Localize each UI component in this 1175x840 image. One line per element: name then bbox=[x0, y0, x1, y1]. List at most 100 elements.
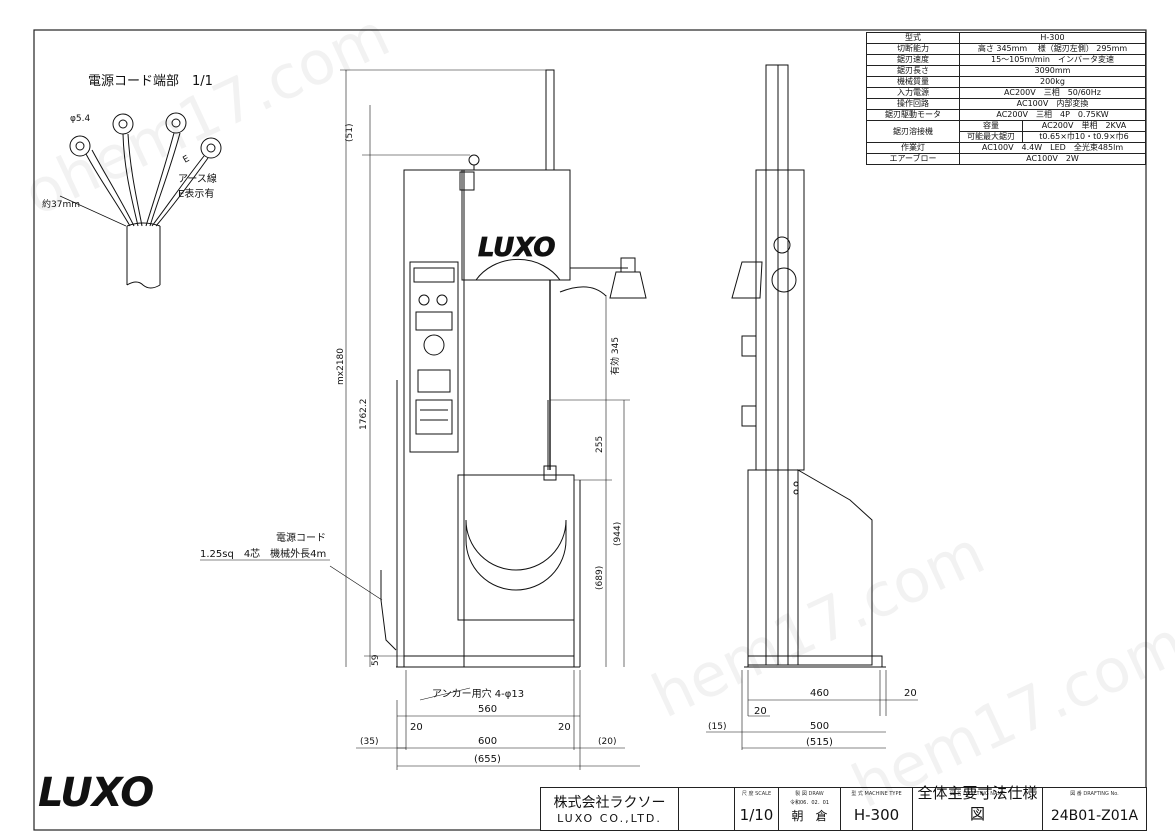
front-view: LUXO bbox=[200, 69, 647, 770]
machine-logo: LUXO bbox=[478, 233, 555, 263]
dim-59: 59 bbox=[371, 654, 381, 666]
drawing-name: 全体主要寸法仕様図 bbox=[917, 784, 1038, 823]
strip-length-label: 約37mm bbox=[42, 198, 80, 210]
draw-cell: 製 図 DRAW 令和06．02．01 朝 倉 bbox=[779, 788, 841, 830]
type-head: 型 式 MACHINE TYPE bbox=[851, 791, 902, 797]
spec-value: 200kg bbox=[959, 76, 1146, 88]
drawing-no: 24B01-Z01A bbox=[1050, 808, 1139, 824]
dim-20-right: 20 bbox=[558, 722, 571, 733]
welder-sub-label: 容量 bbox=[959, 120, 1023, 132]
machine-type: H-300 bbox=[853, 806, 900, 824]
draw-head: 製 図 DRAW bbox=[795, 791, 824, 797]
dim-20-left: 20 bbox=[410, 722, 423, 733]
spec-value: AC100V 内部変換 bbox=[959, 98, 1146, 110]
company-name-en: LUXO CO.,LTD. bbox=[557, 812, 662, 825]
drawing-name-head: 図 名 DRAFTING NAME bbox=[950, 791, 1005, 797]
cable-diameter: φ5.4 bbox=[70, 114, 91, 124]
drawing-no-head: 図 番 DRAFTING No. bbox=[1070, 791, 1119, 797]
top-post bbox=[545, 69, 555, 171]
dim-total-height: mx2180 bbox=[336, 348, 346, 385]
welder-sub-label: 可能最大鋸刃 bbox=[959, 131, 1023, 143]
dim-effective: 有効 345 bbox=[609, 337, 621, 375]
ring-terminal-3 bbox=[165, 112, 187, 134]
dim-20-side-right: 20 bbox=[904, 688, 917, 699]
spec-value: 高さ 345mm 様（鋸刃左側） 295mm bbox=[959, 43, 1146, 55]
dim-20-side-left: 20 bbox=[754, 706, 767, 717]
dim-515: (515) bbox=[806, 737, 833, 748]
spec-label: 操作回路 bbox=[866, 98, 960, 110]
cable-title: 電源コード端部 1/1 bbox=[88, 74, 213, 89]
scale-cell: 尺 度 SCALE 1/10 bbox=[735, 788, 779, 830]
spec-value: AC100V 2W bbox=[959, 153, 1146, 165]
type-cell: 型 式 MACHINE TYPE H-300 bbox=[841, 788, 913, 830]
earth-mark-label: E表示有 bbox=[178, 187, 214, 200]
anchor-note: アンカー用穴 4-φ13 bbox=[432, 687, 524, 700]
spec-value: 3090mm bbox=[959, 65, 1146, 77]
power-cord-label: 電源コード bbox=[276, 531, 326, 544]
brand-logo: LUXO bbox=[38, 770, 154, 816]
spec-label: 鋸刃駆動モータ bbox=[866, 109, 960, 121]
spec-value: AC200V 三相 50/60Hz bbox=[959, 87, 1146, 99]
company-name: 株式会社ラクソー bbox=[553, 795, 666, 811]
welder-value: AC200V 単相 2KVA bbox=[1022, 120, 1146, 132]
spec-label: 鋸刃長さ bbox=[866, 65, 960, 77]
side-work-lamp bbox=[731, 261, 763, 299]
spec-value: 15～105m/min インバータ変速 bbox=[959, 54, 1146, 66]
ring-terminal-1 bbox=[69, 135, 91, 157]
spec-label: 切断能力 bbox=[866, 43, 960, 55]
spec-label: 入力電源 bbox=[866, 87, 960, 99]
drawing-name-cell: 図 名 DRAFTING NAME 全体主要寸法仕様図 bbox=[913, 784, 1043, 830]
spec-value: AC100V 4.4W LED 全光束485lm bbox=[959, 142, 1146, 154]
control-panel bbox=[409, 261, 459, 453]
side-view: 460 20 20 500 (515) (15) bbox=[706, 64, 918, 750]
cable-detail: 電源コード端部 1/1 φ5.4 約37mm アース線 E表示有 E bbox=[42, 74, 222, 289]
spec-label: 型式 bbox=[866, 32, 960, 44]
side-coolant-tank bbox=[797, 469, 873, 666]
spec-label: エアーブロー bbox=[866, 153, 960, 165]
spec-label: 作業灯 bbox=[866, 142, 960, 154]
side-column bbox=[765, 64, 789, 666]
upper-wheel-housing bbox=[461, 169, 571, 281]
spec-row: 切断能力高さ 345mm 様（鋸刃左側） 295mm bbox=[866, 43, 1146, 55]
dim-460: 460 bbox=[810, 688, 829, 699]
dim-600: 600 bbox=[478, 736, 497, 747]
scale-value: 1/10 bbox=[739, 806, 774, 824]
earth-e-mark: E bbox=[182, 154, 192, 166]
dim-944: (944) bbox=[613, 522, 623, 546]
scale-head: 尺 度 SCALE bbox=[741, 791, 772, 797]
dim-560: 560 bbox=[478, 704, 497, 715]
drawer-name: 朝 倉 bbox=[791, 809, 828, 823]
front-column bbox=[403, 169, 465, 668]
dim-35: (35) bbox=[360, 737, 378, 747]
spec-label: 鋸刃速度 bbox=[866, 54, 960, 66]
draw-date: 令和06．02．01 bbox=[789, 800, 830, 806]
spec-label: 機械質量 bbox=[866, 76, 960, 88]
dim-51: (51) bbox=[345, 124, 355, 142]
dim-655: (655) bbox=[474, 754, 501, 765]
spec-value: H-300 bbox=[959, 32, 1146, 44]
welder-label: 鋸刃溶接機 bbox=[866, 120, 960, 143]
dim-689: (689) bbox=[595, 566, 605, 590]
earth-wire-label: アース線 bbox=[178, 172, 217, 185]
panel-dial bbox=[423, 334, 445, 356]
title-block: 株式会社ラクソー LUXO CO.,LTD. 尺 度 SCALE 1/10 製 … bbox=[540, 784, 1147, 831]
dim-1762: 1762.2 bbox=[359, 399, 369, 431]
work-lamp bbox=[609, 271, 647, 299]
projection-cell bbox=[679, 788, 735, 830]
side-frame bbox=[755, 169, 805, 471]
company-cell: 株式会社ラクソー LUXO CO.,LTD. bbox=[541, 788, 679, 830]
ring-terminal-4 bbox=[200, 137, 222, 159]
